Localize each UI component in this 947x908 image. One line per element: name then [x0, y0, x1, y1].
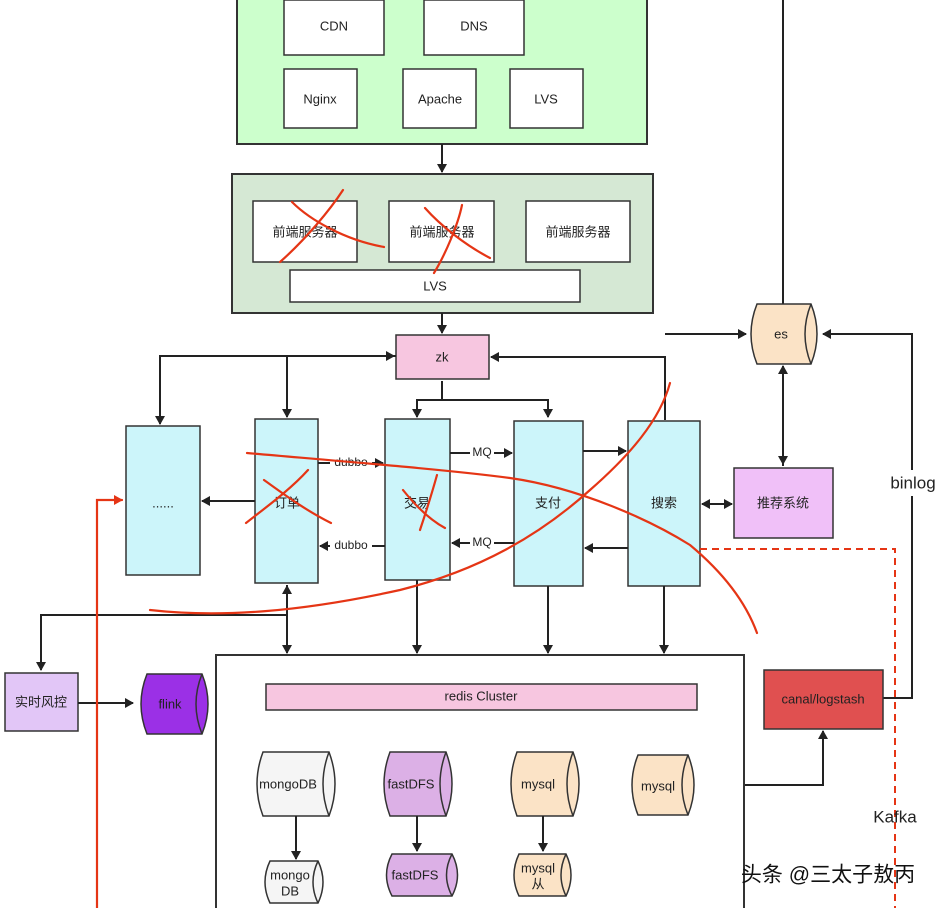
- fastdfs-replica-store-edge: [445, 853, 453, 897]
- realtime-risk-label: 实时风控: [15, 694, 67, 709]
- frontend-server-box-1: [252, 200, 358, 263]
- realtime-risk-box: [4, 672, 79, 732]
- redis-cluster-bar: [265, 683, 698, 711]
- scribble-cross-order-b: [244, 468, 310, 525]
- other-service-label: ......: [152, 495, 174, 510]
- nginx-label: Nginx: [303, 91, 337, 106]
- frontend-lvs-label: LVS: [423, 278, 447, 293]
- mysql-replica-label-2: 从: [531, 876, 544, 891]
- mongo-replica-label-2: DB: [281, 883, 299, 898]
- scribble-cross-trade-a: [401, 488, 447, 530]
- mysql-store-edge: [566, 751, 574, 817]
- flink-label: flink: [158, 696, 182, 711]
- frontend-server-box-3: [525, 200, 631, 263]
- frontend-server-label-3: 前端服务器: [545, 224, 610, 239]
- scribble-red-line-vertical: [95, 495, 124, 908]
- search-to-zk-arrow: [490, 352, 666, 420]
- scribble-long-sweep: [245, 451, 759, 635]
- recommend-system-label: 推荐系统: [757, 495, 809, 510]
- dubbo-bottom-label: dubbo: [334, 538, 368, 552]
- nginx-box: [283, 68, 358, 129]
- mq-top-label-bg: [470, 446, 494, 461]
- cdn-label: CDN: [320, 18, 348, 33]
- dubbo-bottom-label-bg: [330, 538, 372, 553]
- fastdfs-replica-label: fastDFS: [392, 867, 439, 882]
- kafka-label: Kafka: [873, 807, 917, 826]
- mysql-main-label: mysql: [641, 778, 675, 793]
- search-service-box: [627, 420, 701, 587]
- fastdfs-label: fastDFS: [388, 776, 435, 791]
- zk-branch-right: [442, 399, 553, 418]
- redis-cluster-label: redis Cluster: [445, 688, 519, 703]
- mongodb-store-edge: [322, 751, 330, 817]
- other-service-box: [125, 425, 201, 576]
- apache-label: Apache: [418, 91, 462, 106]
- frontend-server-label-1: 前端服务器: [272, 224, 337, 239]
- order-service-box: [254, 418, 319, 584]
- mongo-replica-label-1: mongo: [270, 867, 310, 882]
- mysql-label: mysql: [521, 776, 555, 791]
- zk-to-other-arrow: [155, 355, 396, 425]
- frontend-server-box-2: [388, 200, 495, 263]
- scribble-cross-frontend-1a: [290, 200, 386, 249]
- zk-label: zk: [436, 349, 450, 364]
- scribble-long-curve: [148, 381, 672, 615]
- lvs-top-label: LVS: [534, 91, 558, 106]
- es-label: es: [774, 326, 788, 341]
- mongo-replica-store-edge: [312, 860, 319, 904]
- mysql-replica-store-edge: [560, 853, 567, 897]
- watermark-text: 头条 @三太子敖丙: [741, 864, 915, 887]
- scribble-cross-trade-b: [418, 473, 439, 532]
- scribble-cross-frontend-1b: [278, 188, 345, 264]
- frontend-lvs-bar: [289, 269, 581, 303]
- canal-logstash-label: canal/logstash: [781, 691, 864, 706]
- binlog-label-bg: [882, 470, 944, 496]
- flink-store-edge: [195, 673, 203, 735]
- trade-service-box: [384, 418, 451, 581]
- zk-branch-left: [412, 399, 442, 418]
- search-service-label: 搜索: [651, 495, 677, 510]
- pay-service-box: [513, 420, 584, 587]
- mq-bottom-label-bg: [470, 536, 494, 551]
- order-to-risk-arrow: [36, 614, 287, 671]
- red-scribbles: [95, 188, 759, 908]
- mongodb-label: mongoDB: [259, 776, 317, 791]
- apache-box: [402, 68, 477, 129]
- mq-top-label: MQ: [472, 445, 491, 459]
- cdn-box: [283, 0, 385, 56]
- mysql-main-store-edge: [681, 754, 689, 816]
- mysql-replica-label-1: mysql: [521, 860, 555, 875]
- es-store-edge: [804, 303, 812, 365]
- pay-service-label: 支付: [535, 495, 561, 510]
- dns-label: DNS: [460, 18, 488, 33]
- frontend-server-label-2: 前端服务器: [409, 224, 474, 239]
- kafka-dashed-line: [700, 548, 896, 908]
- dns-box: [423, 0, 525, 56]
- canal-logstash-box: [763, 669, 884, 730]
- order-service-label: 订单: [274, 495, 300, 510]
- canal-to-es-arrow: [822, 329, 913, 699]
- scribble-cross-order-a: [262, 478, 333, 525]
- recommend-system-box: [733, 467, 834, 539]
- mq-bottom-label: MQ: [472, 535, 491, 549]
- binlog-label: binlog: [890, 473, 935, 492]
- fastdfs-store-edge: [439, 751, 447, 817]
- lvs-top-box: [509, 68, 584, 129]
- zk-box: [395, 334, 490, 380]
- scribble-cross-frontend-2b: [432, 203, 464, 275]
